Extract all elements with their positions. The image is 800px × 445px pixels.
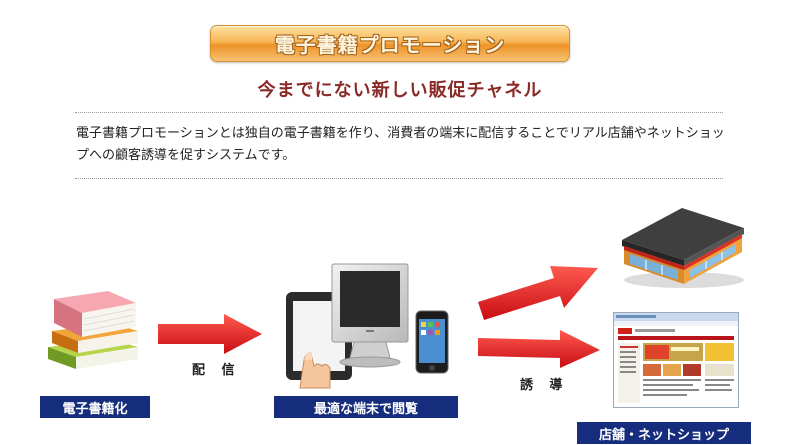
smartphone-icon (415, 310, 449, 374)
monitor-icon (331, 263, 409, 368)
arrow-icon (478, 266, 598, 320)
title-banner: 電子書籍プロモーション (210, 25, 570, 62)
page-subtitle: 今までにない新しい販促チャネル (257, 80, 543, 101)
webpage-icon (613, 312, 739, 408)
store-building-icon (622, 208, 744, 288)
arrow-icon (478, 330, 600, 368)
arrow-icon (158, 314, 262, 354)
ebook-label: 電子書籍化 (40, 396, 150, 418)
description-text: 電子書籍プロモーションとは独自の電子書籍を作り、消費者の端末に配信することでリア… (76, 126, 725, 163)
divider-top (75, 112, 723, 113)
store-label: 店舗・ネットショップ (577, 422, 751, 444)
books-icon (48, 291, 138, 369)
device-label: 最適な端末で閲覧 (274, 396, 458, 418)
step-distribute-label: 配 信 (192, 363, 241, 378)
banner-title: 電子書籍プロモーション (274, 33, 506, 57)
step-guide-label: 誘 導 (520, 378, 569, 393)
divider-bottom (75, 178, 723, 179)
